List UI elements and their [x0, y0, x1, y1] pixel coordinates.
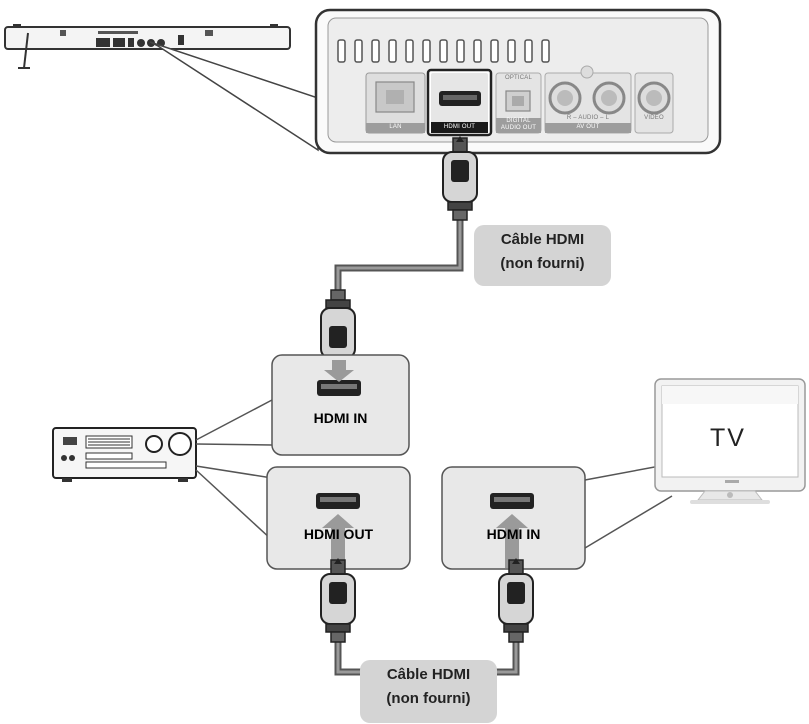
receiver-hdmi-in-label: HDMI IN [313, 410, 368, 426]
tv-label: TV [710, 424, 746, 452]
digital-audio-out-label-1: DIGITAL [506, 118, 531, 124]
cable-callout-bottom: Câble HDMI (non fourni) [360, 660, 497, 723]
av-receiver [52, 427, 197, 482]
cable-callout-top-line1: Câble HDMI [500, 231, 585, 248]
receiver-hdmi-in-panel [271, 354, 410, 456]
receiver-hdmi-out-label: HDMI OUT [303, 526, 374, 542]
cable-callout-bottom-line2: (non fourni) [386, 690, 471, 707]
hdmi-out-port-label: HDMI OUT [443, 124, 476, 130]
video-port-label: VIDEO [644, 115, 664, 121]
lan-port-label: LAN [389, 124, 402, 130]
audio-port-label: R – AUDIO – L [566, 115, 610, 121]
tv-hdmi-in-panel [441, 466, 586, 570]
player-back-panel [314, 8, 722, 155]
av-out-label: AV OUT [576, 124, 600, 130]
digital-audio-out-label-2: AUDIO OUT [500, 125, 537, 131]
cable-callout-top: Câble HDMI (non fourni) [474, 225, 611, 286]
hdmi-cable-top [320, 136, 478, 373]
cable-callout-top-line2: (non fourni) [500, 255, 585, 272]
hdmi-cable-bottom [320, 558, 534, 676]
cable-callout-bottom-line1: Câble HDMI [386, 666, 471, 683]
receiver-hdmi-out-panel [266, 466, 411, 570]
player-device [4, 24, 291, 69]
tv-device [654, 378, 806, 504]
tv-hdmi-in-label: HDMI IN [486, 526, 541, 542]
optical-port-label: OPTICAL [504, 75, 533, 81]
